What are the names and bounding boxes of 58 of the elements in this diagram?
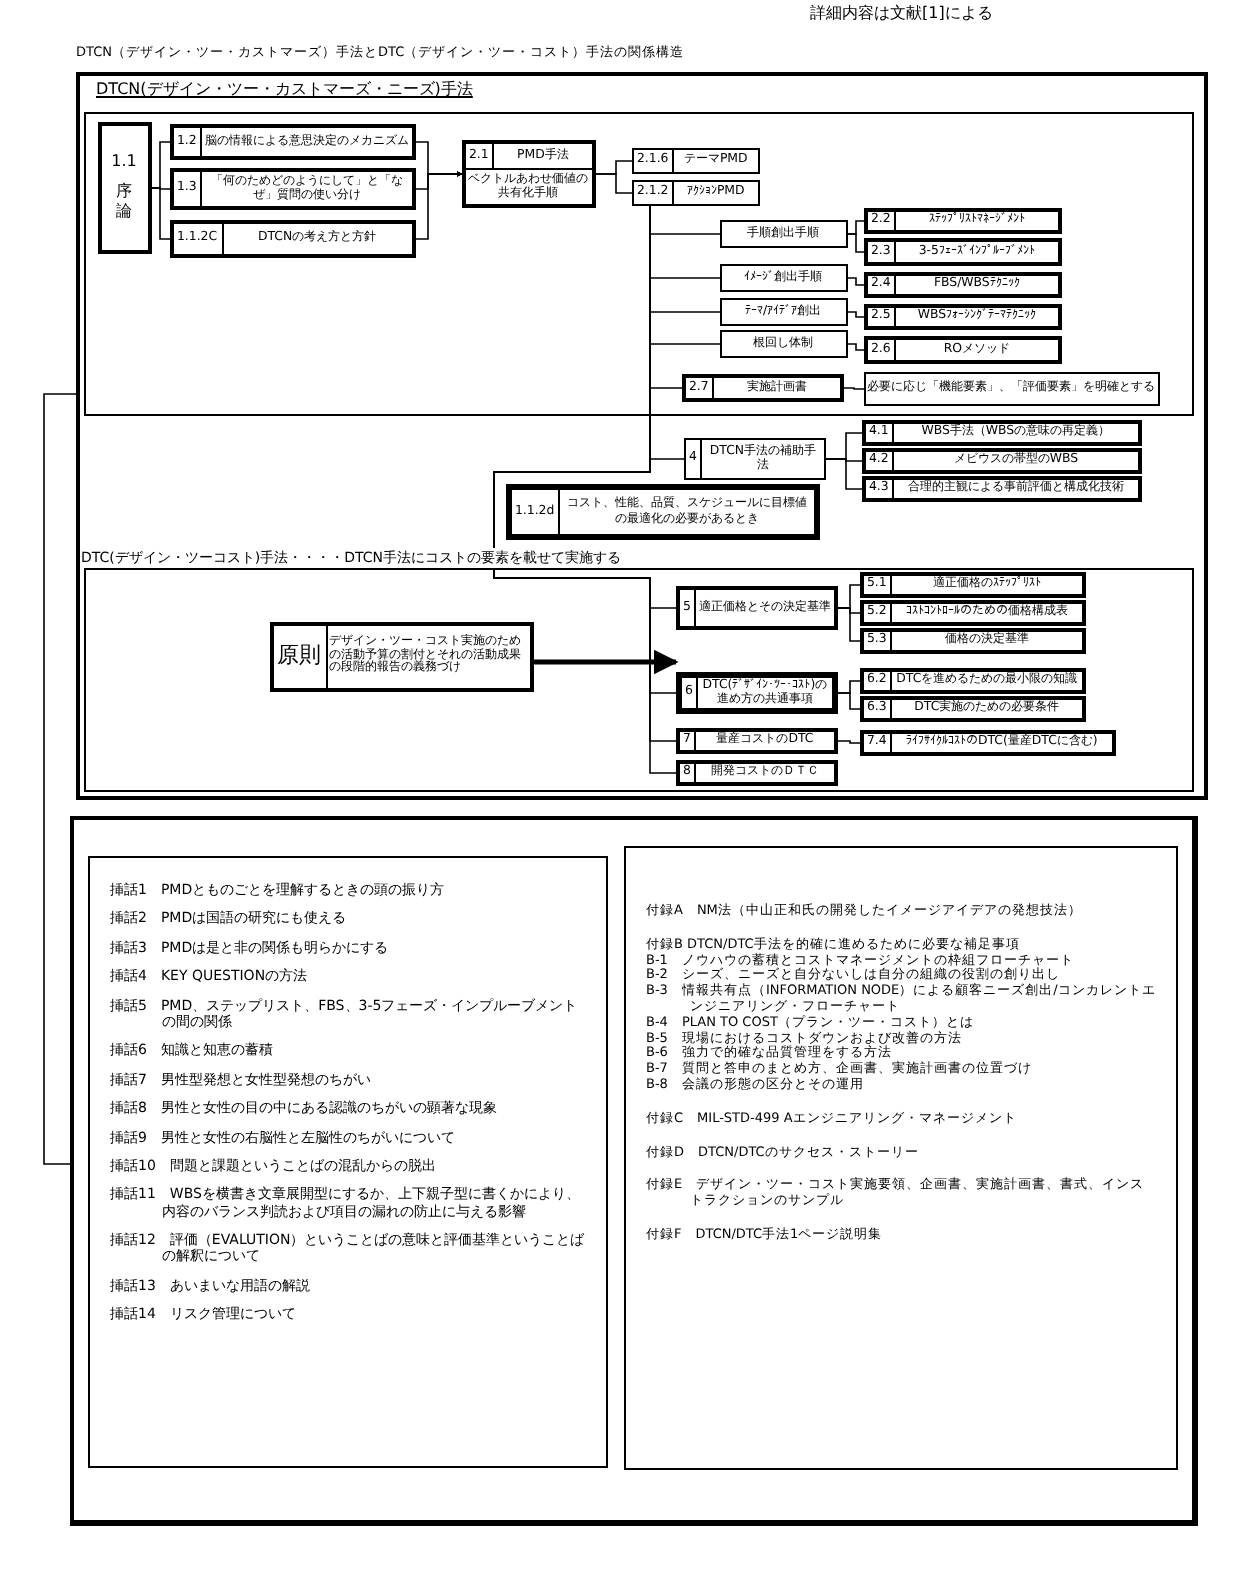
process-box [863, 271, 1061, 297]
process-box [681, 373, 843, 401]
process-box [859, 695, 1085, 721]
process-box [719, 297, 847, 325]
connector-line [595, 173, 633, 194]
process-box [169, 167, 415, 209]
process-box [859, 627, 1085, 653]
process-box [505, 483, 819, 539]
section-number: 原則 [273, 625, 327, 687]
process-box [169, 219, 415, 257]
section-frame [76, 72, 1208, 800]
group-frame [83, 111, 1193, 415]
process-box [675, 671, 837, 713]
process-box [861, 447, 1141, 473]
group-frame [70, 816, 1198, 1526]
connector-line [847, 233, 865, 253]
principle-box [269, 621, 533, 691]
connector-line [43, 393, 77, 1165]
connector-line [837, 692, 861, 710]
process-box [863, 335, 1061, 363]
section-heading: DTCN(デザイン・ツー・カストマーズ・ニーズ)手法 [96, 78, 473, 100]
process-box [675, 759, 837, 785]
process-box [97, 121, 151, 253]
arrow [534, 649, 679, 675]
connector-line [151, 187, 171, 240]
connector-line [847, 311, 865, 318]
process-box [859, 571, 1085, 597]
process-box [863, 371, 1159, 405]
process-box [861, 419, 1141, 445]
connector-line [847, 343, 865, 351]
list-panel [88, 856, 608, 1468]
process-box [675, 585, 837, 629]
process-box [719, 329, 847, 357]
process-box [859, 599, 1085, 625]
process-box [631, 147, 759, 173]
process-box [719, 263, 847, 291]
box-label: 序論 [115, 181, 133, 223]
process-box [863, 207, 1061, 233]
connector-line [843, 387, 865, 390]
process-box [631, 179, 759, 205]
process-box [859, 667, 1085, 693]
connector-line [847, 277, 865, 286]
process-box [859, 729, 1115, 755]
connector-line [825, 458, 863, 490]
connector-line [837, 607, 861, 642]
process-box [675, 727, 837, 753]
process-box [719, 219, 847, 247]
arrow [415, 171, 463, 240]
process-box [861, 475, 1141, 501]
section-number: 1.1 [111, 151, 137, 170]
process-box [683, 437, 825, 479]
list-panel [624, 846, 1178, 1470]
note-text: 詳細内容は文献[1]による [810, 2, 993, 24]
process-box [863, 237, 1061, 265]
process-box [863, 303, 1061, 329]
process-box [169, 123, 415, 159]
connector-line [837, 740, 861, 744]
process-box [461, 139, 595, 207]
